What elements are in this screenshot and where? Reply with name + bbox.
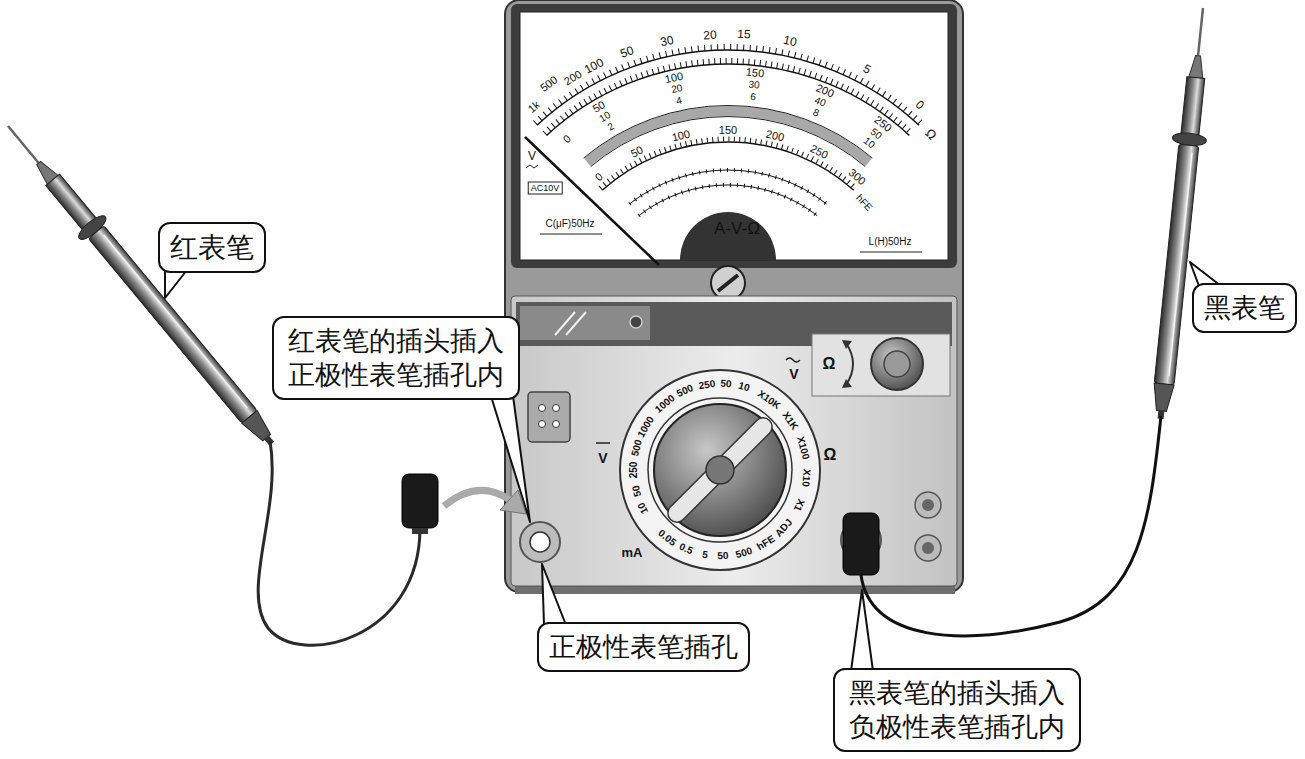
dial-range-label: 5 bbox=[701, 549, 708, 560]
dial-range-label: 50 bbox=[717, 551, 728, 561]
callout-text: 黑表笔的插头插入 负极性表笔插孔内 bbox=[845, 676, 1069, 744]
adjust-knob-label: Ω bbox=[823, 356, 836, 372]
callout-text: 正极性表笔插孔 bbox=[549, 630, 738, 664]
meter-type: A-V-Ω bbox=[714, 220, 760, 237]
scale-name: C(μF)50Hz bbox=[545, 219, 594, 229]
dial-range-label: 250 bbox=[629, 462, 639, 479]
dial-range-label: 50 bbox=[720, 379, 732, 390]
scale-number: 20 bbox=[703, 28, 717, 41]
callout-box: 红表笔的插头插入 正极性表笔插孔内 bbox=[272, 316, 520, 400]
callout-text: 黑表笔 bbox=[1204, 291, 1285, 325]
callout-pointer bbox=[165, 270, 187, 298]
callout-box: 红表笔 bbox=[158, 222, 266, 273]
scale-number: 150 bbox=[719, 125, 737, 136]
dial-group-label: mA bbox=[622, 546, 643, 559]
scale-range: AC10V bbox=[528, 182, 563, 195]
dial-group-label: V bbox=[598, 451, 607, 465]
callout-text: 红表笔的插头插入 正极性表笔插孔内 bbox=[284, 324, 508, 392]
scale-name: L(H)50Hz bbox=[869, 237, 912, 247]
dial-range-label: X10 bbox=[800, 468, 812, 487]
scale-number: 150 bbox=[745, 67, 764, 80]
scale-unit: V bbox=[528, 150, 536, 162]
scale-number: 6 bbox=[749, 92, 756, 103]
callout-box: 正极性表笔插孔 bbox=[537, 622, 750, 672]
scale-number: 15 bbox=[737, 28, 751, 41]
callout-pointer bbox=[851, 590, 873, 671]
scale-number: 30 bbox=[659, 33, 675, 48]
callout-text: 红表笔 bbox=[170, 230, 254, 265]
dial-group-label: Ω bbox=[824, 447, 837, 463]
scale-number: 30 bbox=[748, 80, 760, 91]
callout-pointer bbox=[542, 564, 566, 625]
callout-box: 黑表笔的插头插入 负极性表笔插孔内 bbox=[833, 668, 1081, 752]
callout-box: 黑表笔 bbox=[1192, 283, 1297, 333]
scale-number: 10 bbox=[782, 33, 798, 48]
callout-pointer bbox=[491, 397, 530, 523]
dial-group-label: V bbox=[789, 367, 798, 381]
dial-range-label: 50 bbox=[630, 484, 642, 497]
